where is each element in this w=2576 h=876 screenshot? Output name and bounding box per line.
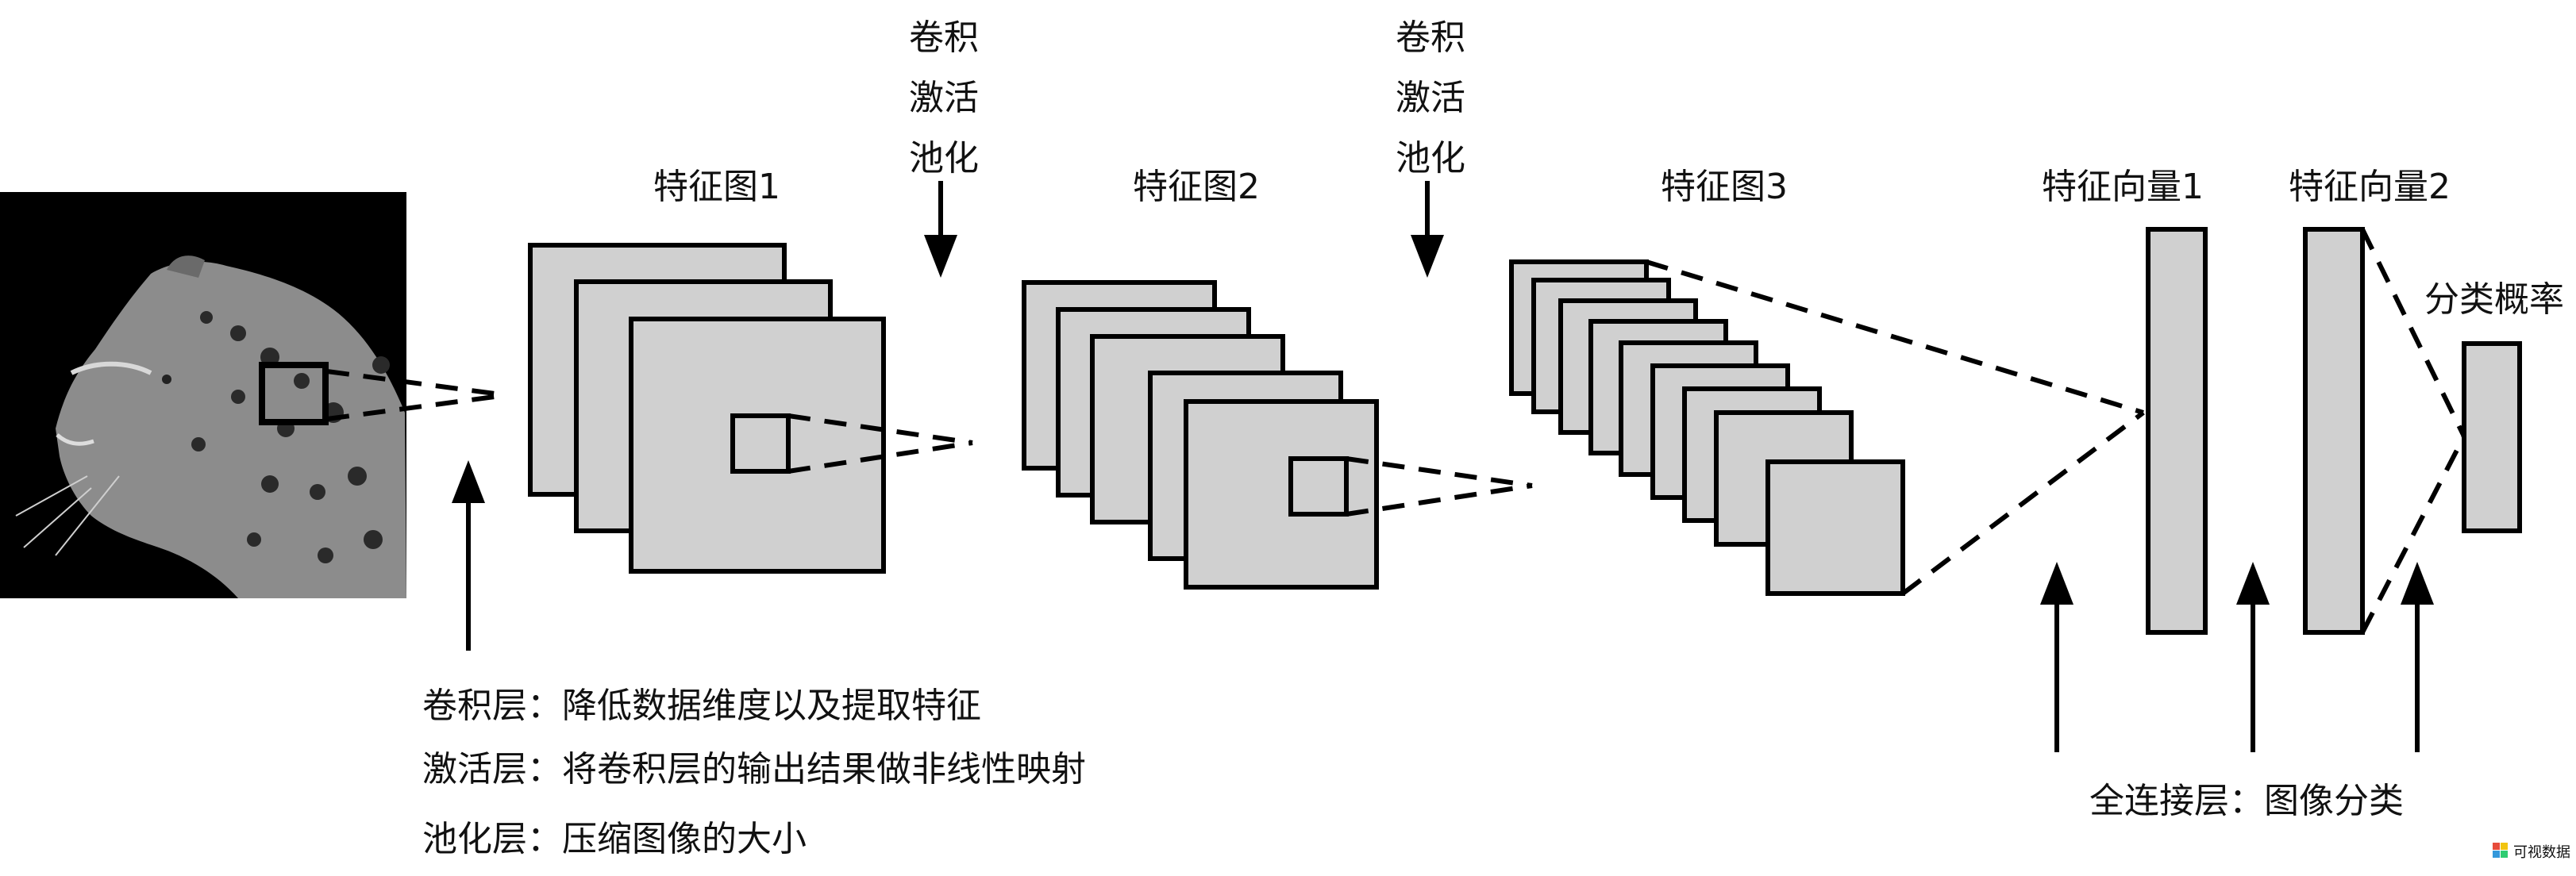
feature-map-1-layer xyxy=(629,317,886,574)
activation-layer-description: 激活层：将卷积层的输出结果做非线性映射 xyxy=(422,749,1086,790)
class-probability-vector xyxy=(2462,341,2522,533)
fully-connected-description: 全连接层：图像分类 xyxy=(2089,781,2404,821)
conv-layer-description: 卷积层：降低数据维度以及提取特征 xyxy=(422,686,981,726)
feature-vector-1 xyxy=(2146,227,2208,635)
feature-vector-2-label: 特征向量2 xyxy=(2289,167,2451,207)
feature-map-3 xyxy=(1509,259,1905,596)
op-activation: 激活 xyxy=(1396,78,1465,118)
feature-map-3-label: 特征图3 xyxy=(1661,167,1788,207)
op-pooling: 池化 xyxy=(1396,138,1465,179)
feature-map-2-label: 特征图2 xyxy=(1133,167,1260,207)
feature-map-1-label: 特征图1 xyxy=(653,167,780,207)
watermark: 可视数据 xyxy=(2493,843,2570,861)
pooling-layer-description: 池化层：压缩图像的大小 xyxy=(422,819,807,859)
op-activation: 激活 xyxy=(909,78,979,118)
arrow-up-icon xyxy=(2401,562,2434,752)
operations-label-1: 卷积 激活 池化 xyxy=(909,17,979,179)
arrow-icon xyxy=(1411,181,1444,278)
arrow-up-icon xyxy=(2236,562,2270,752)
op-conv: 卷积 xyxy=(909,17,979,58)
feature-map-2 xyxy=(1022,280,1379,590)
kernel-window xyxy=(730,413,791,474)
watermark-text: 可视数据 xyxy=(2513,844,2570,861)
feature-vector-1-label: 特征向量1 xyxy=(2042,167,2204,207)
op-pooling: 池化 xyxy=(909,138,979,179)
class-probability-label: 分类概率 xyxy=(2424,279,2564,320)
arrow-up-icon xyxy=(2040,562,2074,752)
operations-label-2: 卷积 激活 池化 xyxy=(1396,17,1465,179)
arrow-icon xyxy=(924,181,957,278)
arrow-up-icon xyxy=(452,460,485,651)
op-conv: 卷积 xyxy=(1396,17,1465,58)
feature-map-3-layer xyxy=(1765,459,1905,596)
connection-lines xyxy=(326,228,2466,634)
feature-map-1 xyxy=(528,243,886,574)
feature-vector-2 xyxy=(2303,227,2365,635)
kernel-window xyxy=(1288,456,1349,517)
leopard-photo-icon xyxy=(0,192,406,598)
